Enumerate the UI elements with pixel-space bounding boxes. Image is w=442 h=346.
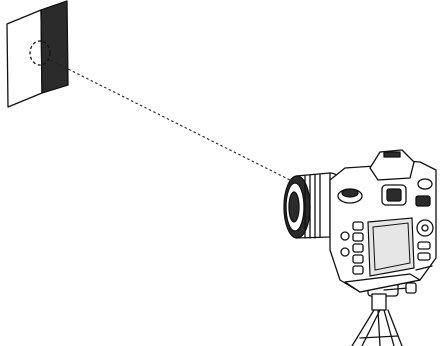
- tripod-leg-right: [384, 310, 394, 346]
- target-card: [7, 1, 68, 107]
- hot-shoe: [384, 152, 400, 157]
- tripod-column: [372, 294, 386, 310]
- target-card-white-half: [7, 10, 42, 107]
- sight-line: [46, 58, 290, 180]
- dslr-camera: [284, 150, 436, 292]
- tripod-knob: [406, 283, 416, 293]
- command-dial: [418, 179, 432, 189]
- target-card-black-half: [41, 1, 68, 93]
- tripod-leg-middle: [378, 310, 380, 346]
